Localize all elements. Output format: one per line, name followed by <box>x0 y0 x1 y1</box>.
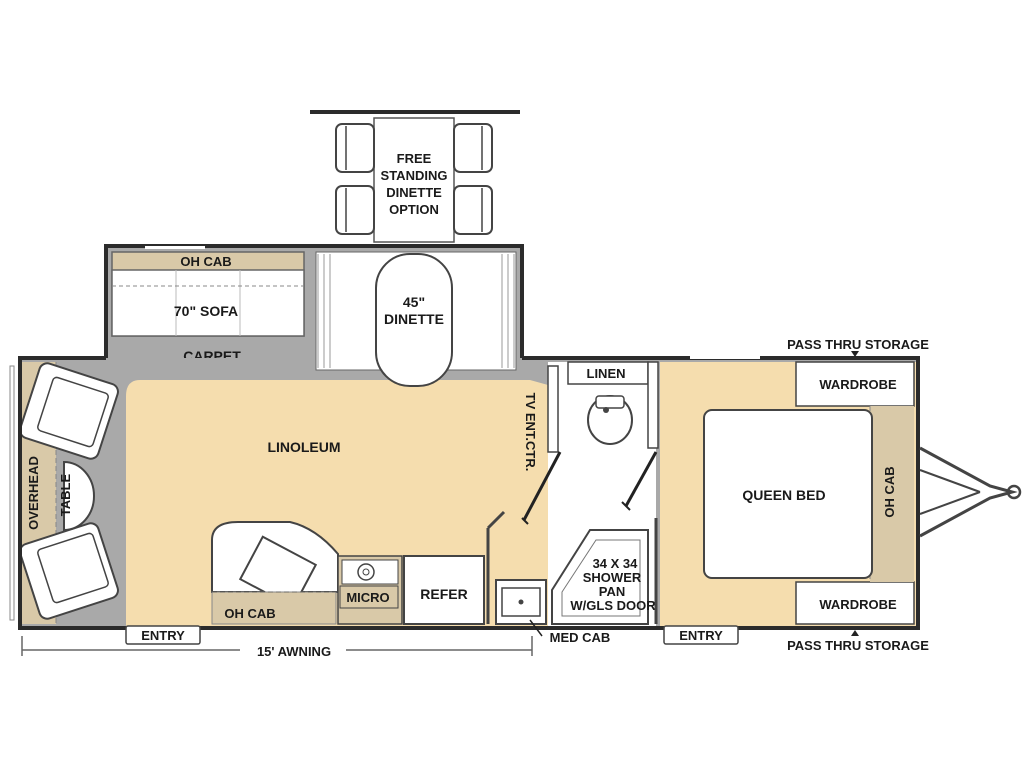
arrow-down-icon <box>851 351 859 357</box>
chair-icon <box>335 185 375 235</box>
entry-door-left: ENTRY <box>125 625 201 645</box>
bed-icon <box>703 409 873 579</box>
shower-label: W/GLS DOOR <box>570 598 656 613</box>
shower-label: PAN <box>599 584 625 599</box>
sofa-label: 70" SOFA <box>174 303 238 319</box>
awning-label: 15' AWNING <box>257 644 331 659</box>
tv-ent-label: TV ENT.CTR. <box>523 393 538 472</box>
wardrobe-label: WARDROBE <box>819 377 897 392</box>
oh-cab-label: OH CAB <box>180 254 231 269</box>
entry-label: ENTRY <box>679 628 723 643</box>
dinette-icon: 45" DINETTE <box>315 251 517 387</box>
shower-label: SHOWER <box>583 570 642 585</box>
round-table-icon <box>63 460 95 532</box>
table-label: TABLE <box>58 473 73 516</box>
oh-cab-label: OH CAB <box>882 466 897 517</box>
sofa-icon <box>111 251 305 337</box>
free-standing-label: OPTION <box>389 202 439 217</box>
refer-label: REFER <box>420 586 467 602</box>
dinette-label: 45" <box>403 294 425 310</box>
wardrobe-label: WARDROBE <box>819 597 897 612</box>
oh-cab-label: OH CAB <box>224 606 275 621</box>
bedroom: WARDROBE WARDROBE OH CAB QUEEN BED <box>660 361 918 626</box>
chair-icon <box>453 185 493 235</box>
chair-icon <box>335 123 375 173</box>
toilet-icon <box>587 395 633 445</box>
kitchen: OH CAB MICRO REFER <box>211 521 485 625</box>
trailer-hitch-icon <box>919 446 1022 538</box>
linoleum-label: LINOLEUM <box>267 439 340 455</box>
free-standing-label: STANDING <box>381 168 448 183</box>
entry-label: ENTRY <box>141 628 185 643</box>
med-cab-label: MED CAB <box>550 630 611 645</box>
dinette-label: DINETTE <box>384 311 444 327</box>
sink-drain-icon <box>518 599 524 605</box>
linen-label: LINEN <box>587 366 626 381</box>
overhead-label: OVERHEAD <box>26 456 41 530</box>
arrow-up-icon <box>851 630 859 636</box>
shower-label: 34 X 34 <box>593 556 639 571</box>
micro-label: MICRO <box>346 590 389 605</box>
recliner-icon <box>19 522 119 620</box>
pass-thru-storage-label: PASS THRU STORAGE <box>787 337 929 352</box>
stove-burner-icon <box>357 563 375 581</box>
free-standing-label: FREE <box>397 151 432 166</box>
bathroom: TV ENT.CTR. LINEN 34 X 34 SHOWER PAN W/G… <box>486 361 659 626</box>
awning-dimension: 15' AWNING <box>21 636 533 659</box>
free-standing-label: DINETTE <box>386 185 442 200</box>
pass-thru-storage-label: PASS THRU STORAGE <box>787 638 929 653</box>
front-lounge: OVERHEAD TABLE <box>19 362 119 624</box>
queen-bed-label: QUEEN BED <box>742 487 825 503</box>
chair-icon <box>453 123 493 173</box>
entry-door-right: ENTRY <box>663 625 739 645</box>
free-standing-dinette-option: FREE STANDING DINETTE OPTION <box>310 110 520 243</box>
recliner-icon <box>19 362 119 460</box>
